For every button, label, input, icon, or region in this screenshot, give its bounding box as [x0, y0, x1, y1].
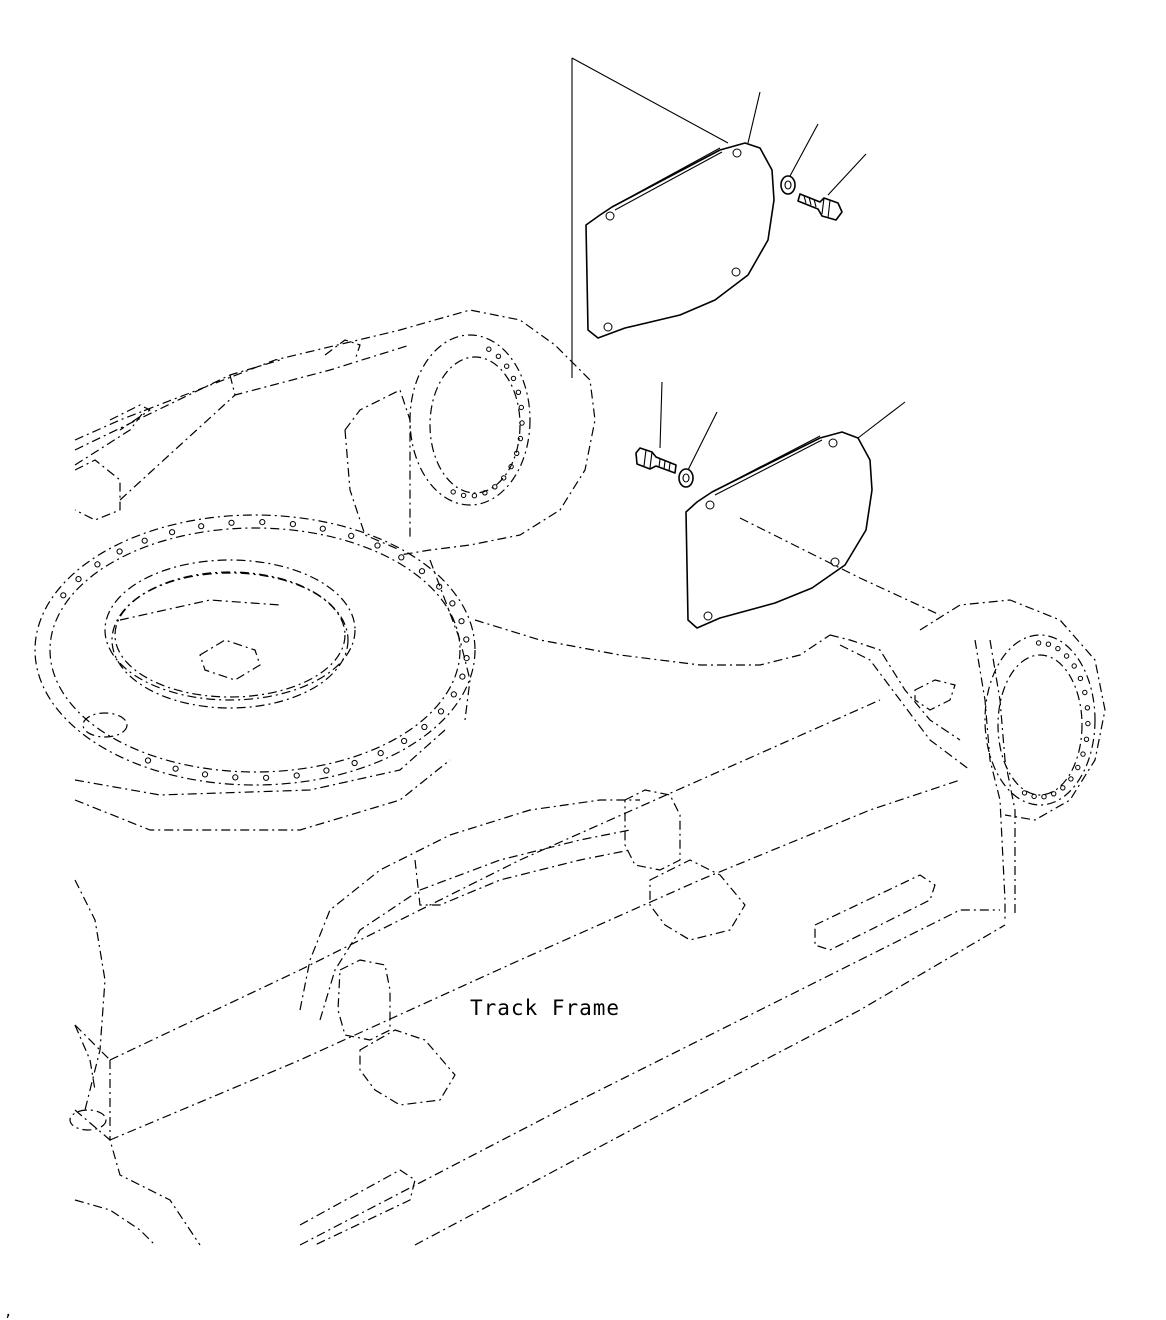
bolt-hole — [172, 765, 179, 772]
bolt-hole — [1063, 653, 1070, 659]
bolt-hole — [1077, 675, 1084, 682]
bolt-hole — [319, 525, 326, 532]
bolt-hole — [1071, 663, 1077, 669]
bolt-hole — [519, 420, 525, 426]
bolt-hole — [1068, 776, 1074, 782]
bolt-hole — [1084, 705, 1091, 711]
bolt-hole — [351, 759, 358, 767]
flange-bolt-holes — [60, 346, 1091, 800]
bolt-hole — [1045, 641, 1052, 647]
bolt-hole — [116, 548, 123, 555]
bolt-hole — [463, 636, 470, 643]
bolt-hole — [201, 771, 209, 778]
bolt-hole — [517, 435, 524, 442]
leader-lines — [571, 57, 941, 616]
bolt-hole — [228, 519, 235, 526]
bolt-hole — [1060, 785, 1066, 791]
bolt-hole — [437, 708, 445, 715]
bolt-hole — [471, 493, 478, 499]
bolt-hole — [1051, 791, 1057, 797]
bolt-hole — [60, 592, 67, 599]
bolt-hole — [259, 519, 266, 526]
bolt-hole — [348, 532, 355, 540]
bolt-hole — [459, 673, 466, 680]
bolt-hole — [75, 576, 82, 583]
track-frame-phantom — [34, 309, 1106, 1246]
bolt-hole — [1055, 645, 1061, 652]
bolt-hole — [198, 523, 205, 530]
track-frame-label: Track Frame — [470, 996, 620, 1020]
bolt-lower — [635, 447, 677, 474]
bolt-hole — [94, 561, 101, 568]
bolt-hole — [293, 772, 300, 779]
cover-plate-lower — [685, 431, 873, 629]
washer-upper — [780, 175, 796, 195]
bolt-hole — [518, 404, 524, 411]
washer-lower — [678, 468, 694, 488]
bolt-hole — [377, 750, 384, 757]
bolt-upper — [797, 193, 843, 221]
bolt-hole — [1031, 793, 1037, 800]
bolt-hole — [495, 353, 502, 359]
bolt-hole — [289, 521, 296, 528]
bolt-hole — [492, 484, 498, 490]
bolt-hole — [1085, 720, 1091, 727]
bolt-hole — [515, 389, 522, 395]
bolt-hole — [1035, 640, 1042, 646]
bolt-hole — [1075, 764, 1081, 771]
bolt-hole — [323, 767, 330, 774]
bolt-hole — [144, 757, 152, 764]
bolt-hole — [263, 774, 270, 781]
bolt-hole — [463, 655, 470, 662]
bolt-hole — [450, 691, 457, 698]
bolt-hole — [169, 529, 176, 536]
bolt-hole — [504, 363, 510, 369]
corner-tick-mark: ‚ — [4, 1304, 13, 1320]
bolt-hole — [141, 537, 148, 544]
bolt-hole — [398, 554, 405, 561]
bolt-hole — [436, 583, 443, 590]
bolt-hole — [1021, 790, 1028, 796]
bolt-hole — [374, 542, 381, 549]
bolt-hole — [508, 463, 514, 470]
bolt-hole — [1041, 794, 1047, 800]
cover-plate-upper — [585, 142, 775, 339]
bolt-hole — [1083, 736, 1090, 742]
bolt-hole — [418, 568, 426, 575]
bolt-hole — [486, 346, 492, 352]
bolt-hole — [1080, 751, 1086, 757]
bolt-hole — [232, 774, 239, 781]
bolt-hole — [482, 490, 488, 496]
bolt-hole — [514, 450, 520, 456]
bolt-hole — [401, 737, 408, 745]
bolt-hole — [460, 492, 467, 499]
bolt-hole — [450, 489, 456, 495]
bolt-hole — [449, 600, 456, 607]
bolt-hole — [1082, 689, 1088, 696]
bolt-hole — [458, 618, 465, 625]
bolt-hole — [501, 475, 507, 481]
bolt-hole — [510, 375, 517, 382]
bolt-hole — [421, 723, 428, 731]
